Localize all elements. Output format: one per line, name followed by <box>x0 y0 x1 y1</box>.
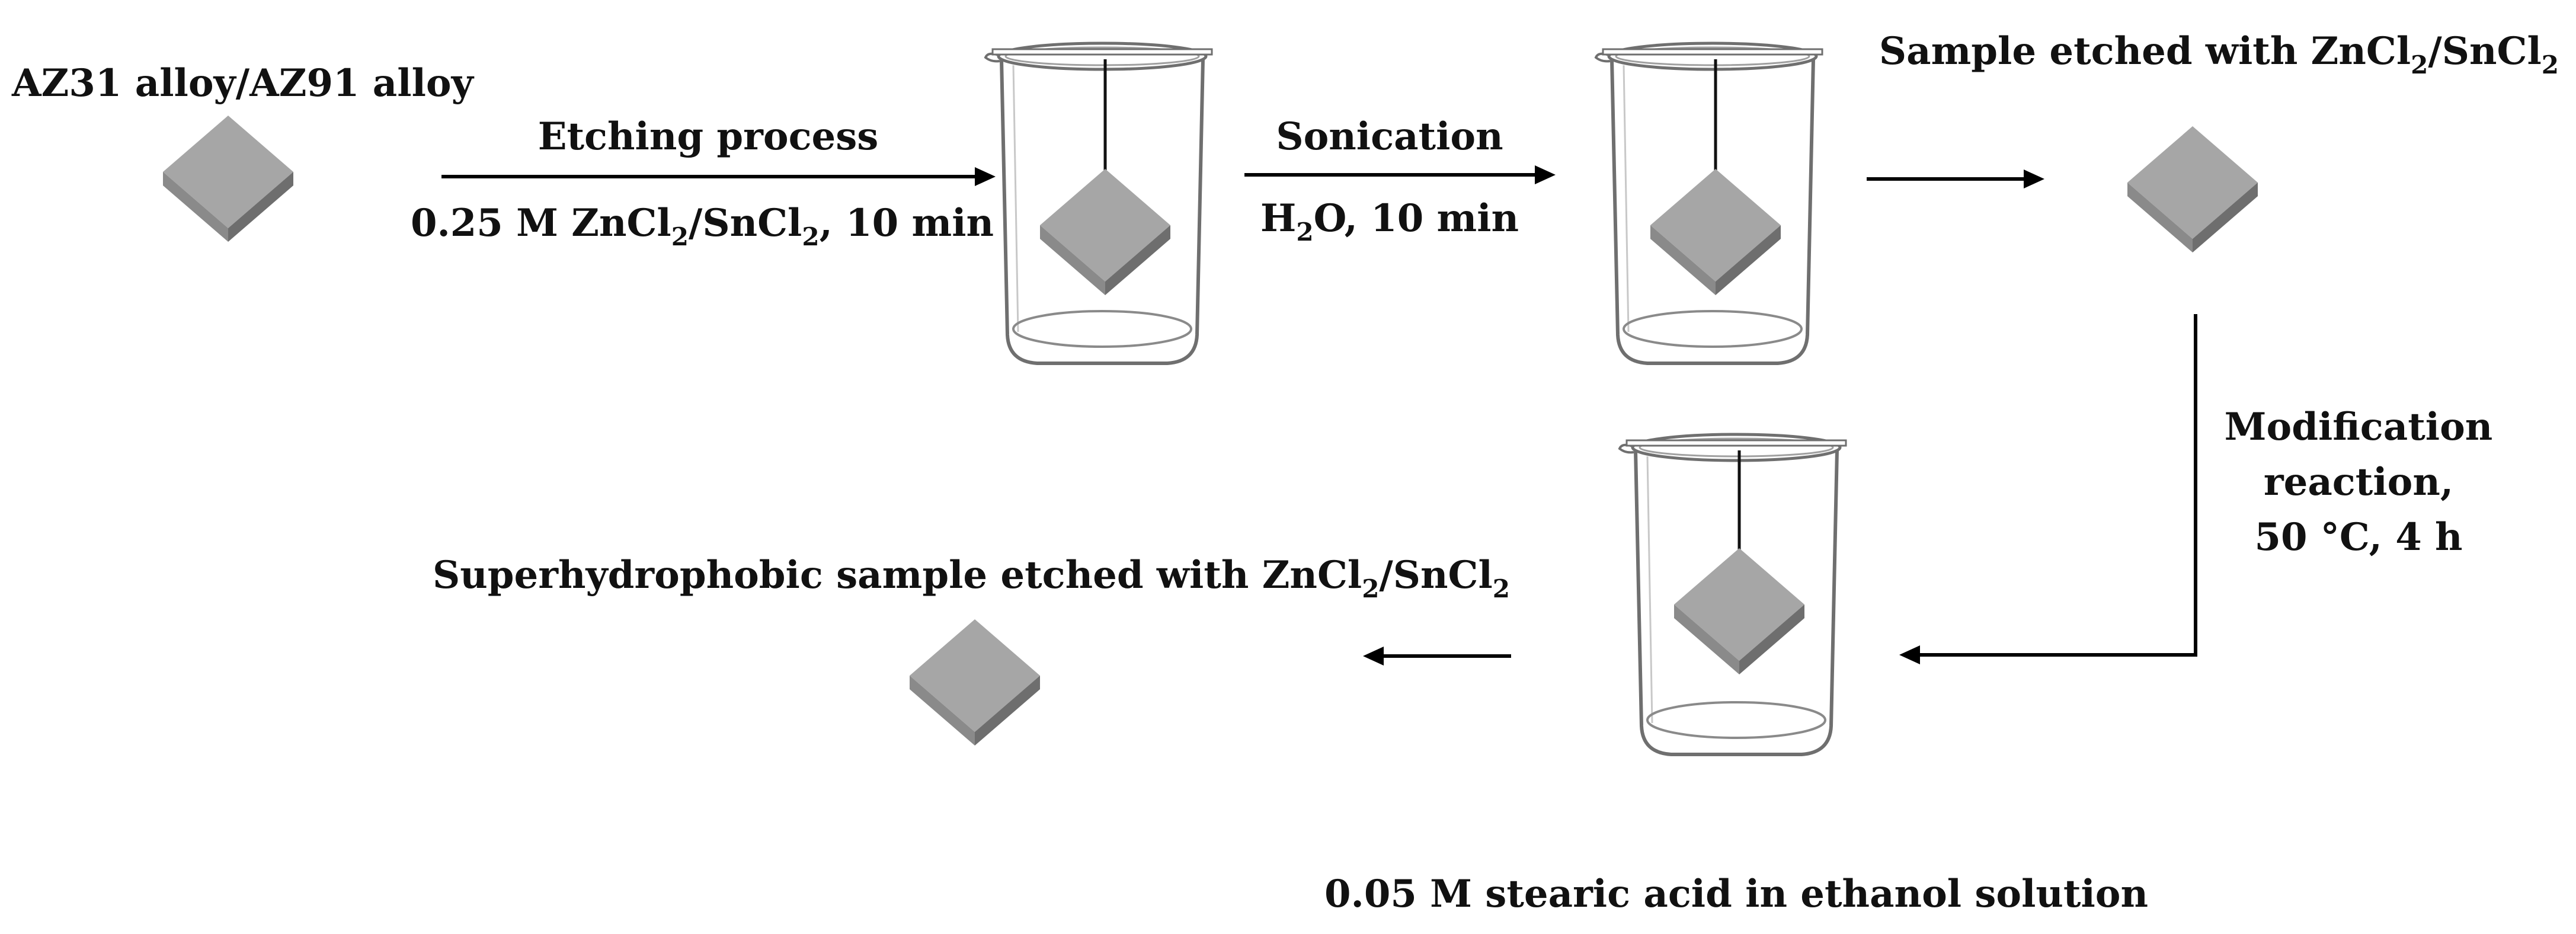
start-sample-label: AZ31 alloy/AZ91 alloy <box>11 61 475 105</box>
modification-line-3: 50 °C, 4 h <box>2254 515 2462 559</box>
sonication-arrow <box>1244 165 1556 184</box>
etched-sample-label: Sample etched with ZnCl2/SnCl2 <box>1879 29 2559 79</box>
beaker-icon <box>985 43 1212 363</box>
transfer-arrow <box>1867 169 2044 188</box>
sonication-title: Sonication <box>1276 114 1503 159</box>
etching-condition: 0.25 M ZnCl2/SnCl2, 10 min <box>411 201 994 251</box>
arrow-left-icon <box>1363 647 1511 666</box>
alloy-sample-icon <box>163 116 293 242</box>
alloy-sample-icon <box>910 619 1040 746</box>
etching-title: Etching process <box>538 114 879 159</box>
alloy-sample-icon <box>2127 126 2258 252</box>
modification-line-1: Modification <box>2225 405 2493 449</box>
modification-line-2: reaction, <box>2264 460 2453 504</box>
solution-label: 0.05 M stearic acid in ethanol solution <box>1324 872 2148 916</box>
modification-arrow <box>1899 314 2197 664</box>
beaker-icon <box>1620 434 1846 754</box>
beaker-icon <box>1596 43 1822 363</box>
etching-arrow <box>441 167 996 186</box>
sonication-condition: H2O, 10 min <box>1260 196 1519 247</box>
final-sample-label: Superhydrophobic sample etched with ZnCl… <box>433 553 1510 603</box>
